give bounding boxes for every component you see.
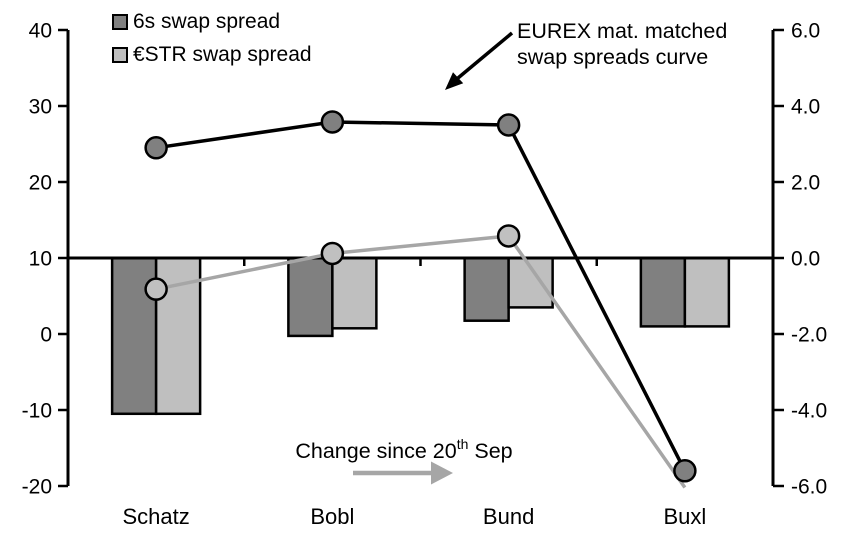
change-text-superscript: th <box>456 436 469 452</box>
bar-estr-buxl <box>683 256 731 328</box>
right-axis-tick-label: 0.0 <box>791 248 820 271</box>
bar-6s-bobl <box>287 256 334 338</box>
right-axis-tick-label: 2.0 <box>791 172 820 195</box>
curve-annotation-line1: EUREX mat. matched <box>517 19 728 43</box>
right-axis-tick-label: -2.0 <box>791 324 827 347</box>
left-axis-tick-label: -20 <box>22 476 52 499</box>
right-axis-tick-label: 4.0 <box>791 96 820 119</box>
right-axis-tick-label: -4.0 <box>791 400 827 423</box>
marker-estr-bund <box>496 224 521 248</box>
left-axis-tick-label: 10 <box>29 248 52 271</box>
left-axis-tick-label: 0 <box>40 324 52 347</box>
curve-arrow-head <box>445 72 464 90</box>
legend: 6s swap spread €STR swap spread <box>112 10 312 77</box>
legend-swatch-estr <box>112 47 128 63</box>
marker-6s-schatz <box>144 136 168 160</box>
left-axis-tick-label: 20 <box>29 172 52 195</box>
marker-estr-schatz <box>144 277 168 301</box>
curve-annotation-line2: swap spreads curve <box>517 45 709 69</box>
legend-label-estr: €STR swap spread <box>133 43 312 66</box>
marker-estr-bobl <box>320 241 345 266</box>
left-axis-tick-label: -10 <box>22 400 52 423</box>
right-axis-tick-label: -6.0 <box>791 476 827 499</box>
bar-estr-bobl <box>331 256 378 330</box>
category-label-bobl: Bobl <box>310 504 354 529</box>
bar-6s-bund <box>463 256 510 322</box>
change-text-prefix: Change since 20 <box>295 439 457 464</box>
curve-annotation-arrow <box>445 31 514 90</box>
legend-label-6s: 6s swap spread <box>133 10 281 33</box>
curve-arrow-shaft <box>456 31 514 80</box>
line-6s-curve <box>155 120 687 472</box>
right-axis-tick-label: 6.0 <box>791 20 820 43</box>
change-annotation-text: Change since 20th Sep <box>284 436 524 464</box>
change-annotation-arrow <box>353 461 453 485</box>
curve-annotation-text: EUREX mat. matched swap spreads curve <box>517 18 727 70</box>
change-text-suffix: Sep <box>468 439 513 464</box>
legend-swatch-6s <box>112 14 128 30</box>
category-label-bund: Bund <box>483 504 534 529</box>
legend-item-estr: €STR swap spread <box>112 43 312 66</box>
change-arrow-head <box>431 461 453 485</box>
marker-6s-bund <box>496 113 521 137</box>
marker-6s-buxl <box>673 459 697 483</box>
category-label-schatz: Schatz <box>122 504 189 529</box>
left-axis-tick-label: 40 <box>29 20 52 43</box>
legend-item-6s: 6s swap spread <box>112 10 312 33</box>
bar-6s-buxl <box>639 256 687 328</box>
marker-6s-bobl <box>320 110 345 134</box>
category-label-buxl: Buxl <box>663 504 706 529</box>
line-estr-curve <box>155 234 687 489</box>
left-axis-tick-label: 30 <box>29 96 52 119</box>
